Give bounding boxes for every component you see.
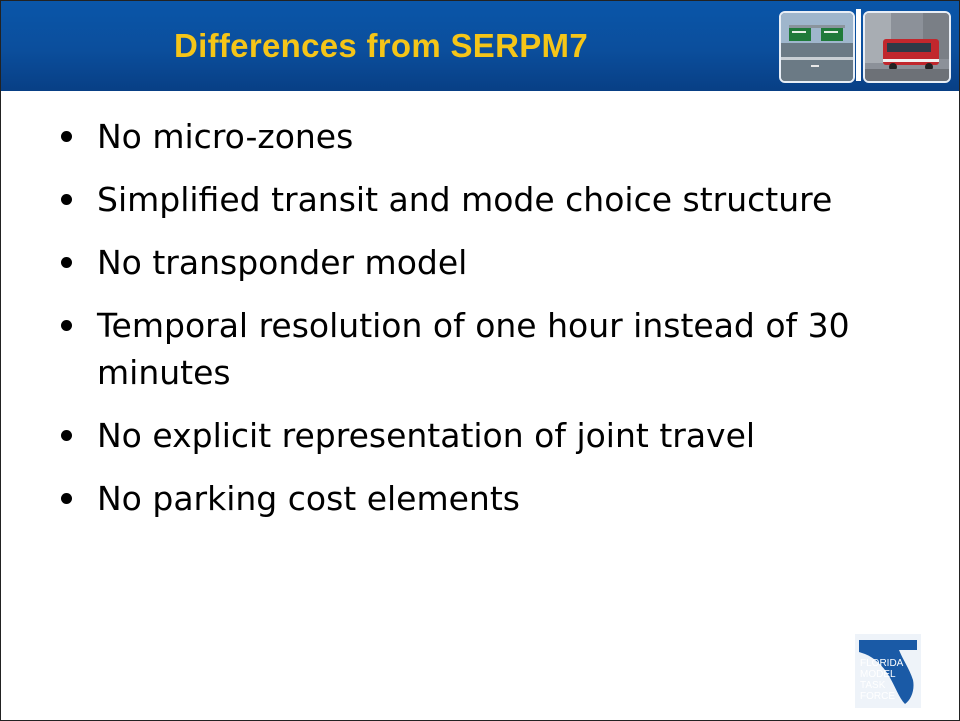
bullet-text: No explicit representation of joint trav… <box>97 416 756 455</box>
slide-header: Differences from SERPM7 <box>1 1 959 91</box>
bullet-text: No transponder model <box>97 243 468 282</box>
bullet-text: No parking cost elements <box>97 479 520 518</box>
bullet-text: Temporal resolution of one hour instead … <box>97 306 850 392</box>
bullet-item: Simplified transit and mode choice struc… <box>61 176 911 223</box>
bus-photo-graphic <box>865 13 949 81</box>
header-divider <box>856 9 861 81</box>
bullet-item: No transponder model <box>61 239 911 286</box>
bullet-text: No micro-zones <box>97 117 354 156</box>
florida-model-task-force-logo-graphic: FLORIDA MODEL TASK FORCE <box>855 634 921 708</box>
bullet-item: No parking cost elements <box>61 475 911 522</box>
slide-title: Differences from SERPM7 <box>173 27 589 64</box>
bus-photo <box>863 11 951 83</box>
bullet-item: No explicit representation of joint trav… <box>61 412 911 459</box>
bullet-icon <box>61 493 72 504</box>
bullet-text: Simplified transit and mode choice struc… <box>97 180 833 219</box>
highway-sign-photo-graphic <box>781 13 853 81</box>
florida-model-task-force-logo: FLORIDA MODEL TASK FORCE <box>855 634 921 708</box>
highway-sign-photo <box>779 11 855 83</box>
logo-text-line4: FORCE <box>860 691 895 702</box>
bullet-item: No micro-zones <box>61 113 911 160</box>
logo-text-line1: FLORIDA <box>860 658 904 669</box>
logo-text-line2: MODEL <box>860 669 896 680</box>
bullet-icon <box>61 430 72 441</box>
logo-text-line3: TASK <box>860 680 886 691</box>
bullet-item: Temporal resolution of one hour instead … <box>61 302 911 396</box>
bullet-icon <box>61 194 72 205</box>
bullet-list: No micro-zones Simplified transit and mo… <box>61 113 911 538</box>
bullet-icon <box>61 257 72 268</box>
bullet-icon <box>61 131 72 142</box>
bullet-icon <box>61 320 72 331</box>
